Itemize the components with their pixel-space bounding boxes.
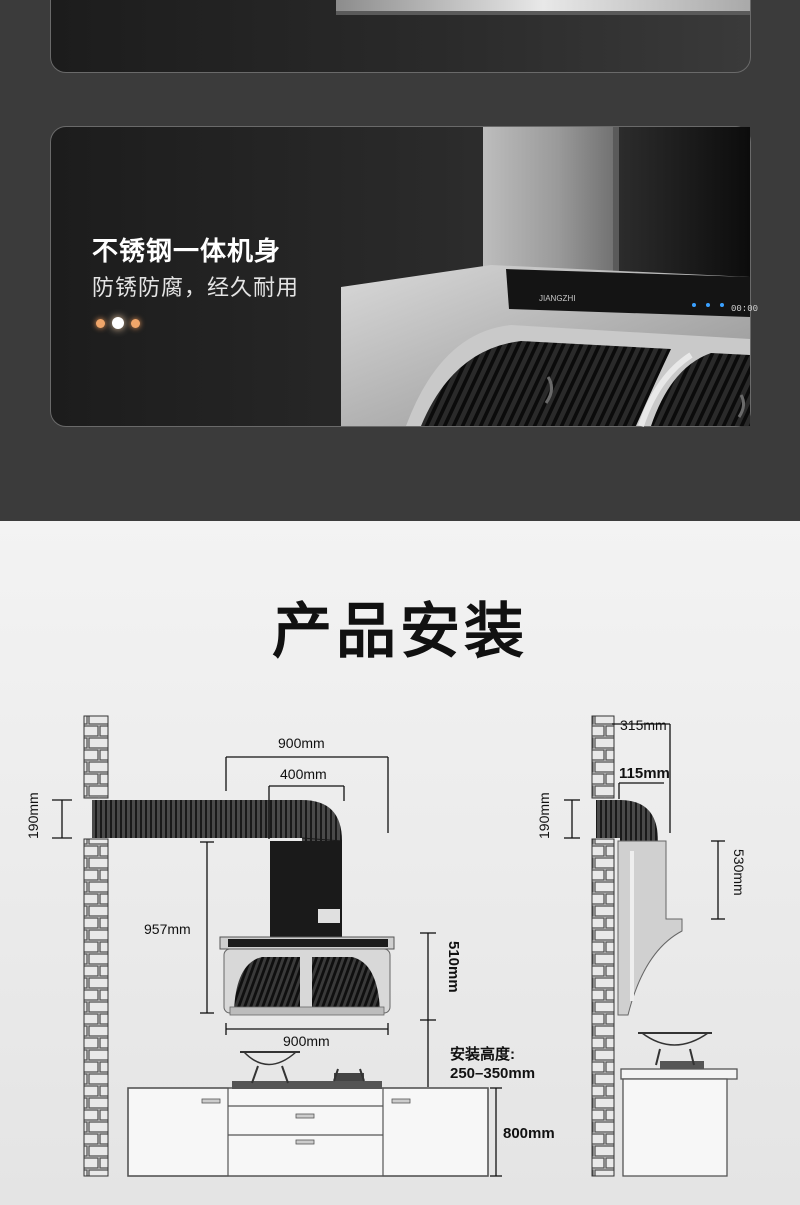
hood-side-view xyxy=(617,840,683,1016)
wall-right xyxy=(591,715,615,799)
dim-side-top: 315mm xyxy=(620,717,667,733)
dim-duct-height-right: 190mm xyxy=(536,792,552,839)
touch-key-icon xyxy=(706,303,710,307)
cabinet xyxy=(127,1087,489,1177)
feature-section: JIANGZHI 00:00 不锈钢一体机身 防锈防腐，经久耐用 xyxy=(0,0,800,521)
gas-stove xyxy=(232,1081,382,1089)
carousel-dot-active[interactable] xyxy=(112,317,124,329)
dim-duct-height-left: 190mm xyxy=(25,792,41,839)
dim-hood-height: 957mm xyxy=(144,921,191,937)
touch-key-icon xyxy=(720,303,724,307)
dim-duct-width: 900mm xyxy=(278,735,325,751)
install-height-value: 250–350mm xyxy=(450,1065,535,1082)
dim-counter-height: 800mm xyxy=(503,1125,555,1142)
hood-chimney xyxy=(270,841,342,939)
carousel-dot[interactable] xyxy=(96,318,105,328)
exhaust-duct xyxy=(92,800,302,838)
wall-left xyxy=(83,715,109,799)
dim-side-offset: 115mm xyxy=(619,765,670,782)
exhaust-duct-side xyxy=(596,800,620,838)
feature-title: 不锈钢一体机身 xyxy=(92,237,282,267)
install-height-label: 安装高度: xyxy=(450,1045,515,1063)
install-diagram: 900mm 400mm 190mm 957mm 510mm 900mm 安装高度… xyxy=(25,715,747,1177)
feature-card-previous xyxy=(50,0,751,73)
touch-key-icon xyxy=(692,303,696,307)
carousel-dots[interactable] xyxy=(96,317,140,329)
dim-side-height: 530mm xyxy=(731,849,747,896)
dim-head-height: 510mm xyxy=(445,941,462,993)
cabinet-side xyxy=(622,1078,728,1177)
wall-left-lower xyxy=(83,838,109,1177)
feature-subtitle: 防锈防腐，经久耐用 xyxy=(92,276,300,301)
brand-label: JIANGZHI xyxy=(539,294,575,303)
feature-card-stainless: JIANGZHI 00:00 不锈钢一体机身 防锈防腐，经久耐用 xyxy=(50,126,758,427)
dim-inner-width: 400mm xyxy=(280,766,327,782)
display-digits: 00:00 xyxy=(731,304,758,314)
carousel-dot[interactable] xyxy=(131,318,140,328)
wok xyxy=(242,1051,298,1066)
install-section: 产品安装 xyxy=(0,521,800,1205)
hood-image: JIANGZHI 00:00 xyxy=(341,127,758,427)
hood-image-previous xyxy=(336,0,750,15)
dim-hood-width: 900mm xyxy=(283,1033,330,1049)
wall-right-lower xyxy=(591,838,615,1177)
install-title: 产品安装 xyxy=(272,597,528,667)
